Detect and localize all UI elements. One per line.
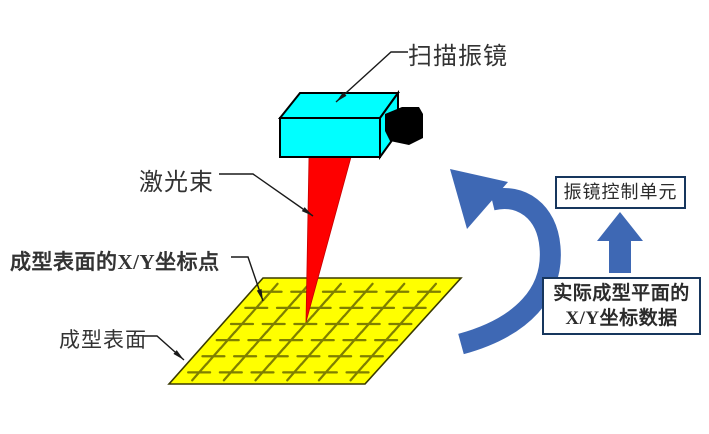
leader-laser-label <box>219 173 314 217</box>
up-arrow <box>597 212 643 273</box>
xy-cross-mark <box>324 314 350 334</box>
xy-cross-mark <box>313 363 338 382</box>
xy-cross-mark <box>416 282 442 301</box>
xy-cross-mark <box>374 331 399 350</box>
label-scanning-galvanometer: 扫描振镜 <box>408 44 508 70</box>
curved-feedback-arrowhead <box>450 169 508 229</box>
xy-cross-mark <box>244 298 269 317</box>
xy-cross-mark <box>353 282 378 301</box>
xy-cross-mark <box>339 298 364 317</box>
scanner-head-top-face <box>277 92 400 119</box>
label-surface-xy-points: 成型表面的X/Y坐标点 <box>10 250 220 274</box>
scanner-head-front-face <box>279 117 381 158</box>
xy-cross-mark <box>282 363 307 382</box>
xy-cross-mark <box>293 314 318 334</box>
xy-cross-mark <box>218 363 243 382</box>
xy-cross-mark <box>258 282 283 301</box>
xy-data-feedback-line1: 实际成型平面的 <box>553 283 690 304</box>
xy-cross-mark <box>229 314 255 334</box>
xy-cross-mark <box>264 347 289 366</box>
xy-cross-mark <box>278 331 304 350</box>
label-laser-beam: 激光束 <box>139 170 214 196</box>
xy-coordinate-marks <box>187 282 442 382</box>
xy-cross-mark <box>261 314 286 334</box>
leader-points-label <box>231 256 264 302</box>
xy-cross-mark <box>359 347 384 366</box>
xy-data-feedback-line2: X/Y坐标数据 <box>565 308 678 329</box>
xy-cross-mark <box>310 331 335 350</box>
leader-surface-label <box>143 335 185 361</box>
xy-cross-mark <box>187 363 212 382</box>
xy-cross-mark <box>370 298 396 317</box>
forming-surface-plane <box>167 277 463 385</box>
curved-feedback-arrow <box>458 188 561 355</box>
galvo-control-unit-label: 振镜控制单元 <box>563 182 678 202</box>
xy-cross-mark <box>201 347 226 366</box>
xy-cross-mark <box>233 347 258 366</box>
xy-data-feedback-box: 实际成型平面的 X/Y坐标数据 <box>542 277 701 335</box>
xy-cross-mark <box>250 363 275 382</box>
xy-cross-mark <box>307 298 332 317</box>
xy-cross-mark <box>388 314 413 334</box>
xy-cross-mark <box>215 331 240 350</box>
leader-scanner-label <box>335 51 408 103</box>
xy-cross-mark <box>342 331 367 350</box>
xy-cross-mark <box>356 314 381 334</box>
xy-cross-mark <box>247 331 272 350</box>
xy-cross-mark <box>345 363 370 382</box>
laser-input-block <box>385 107 423 145</box>
xy-cross-mark <box>385 282 410 301</box>
xy-cross-mark <box>275 298 301 317</box>
label-forming-surface: 成型表面 <box>59 328 147 352</box>
xy-cross-mark <box>328 347 353 366</box>
xy-cross-mark <box>402 298 427 317</box>
xy-cross-mark <box>321 282 347 301</box>
xy-cross-mark <box>296 347 321 366</box>
galvo-control-unit-box: 振镜控制单元 <box>555 176 686 209</box>
